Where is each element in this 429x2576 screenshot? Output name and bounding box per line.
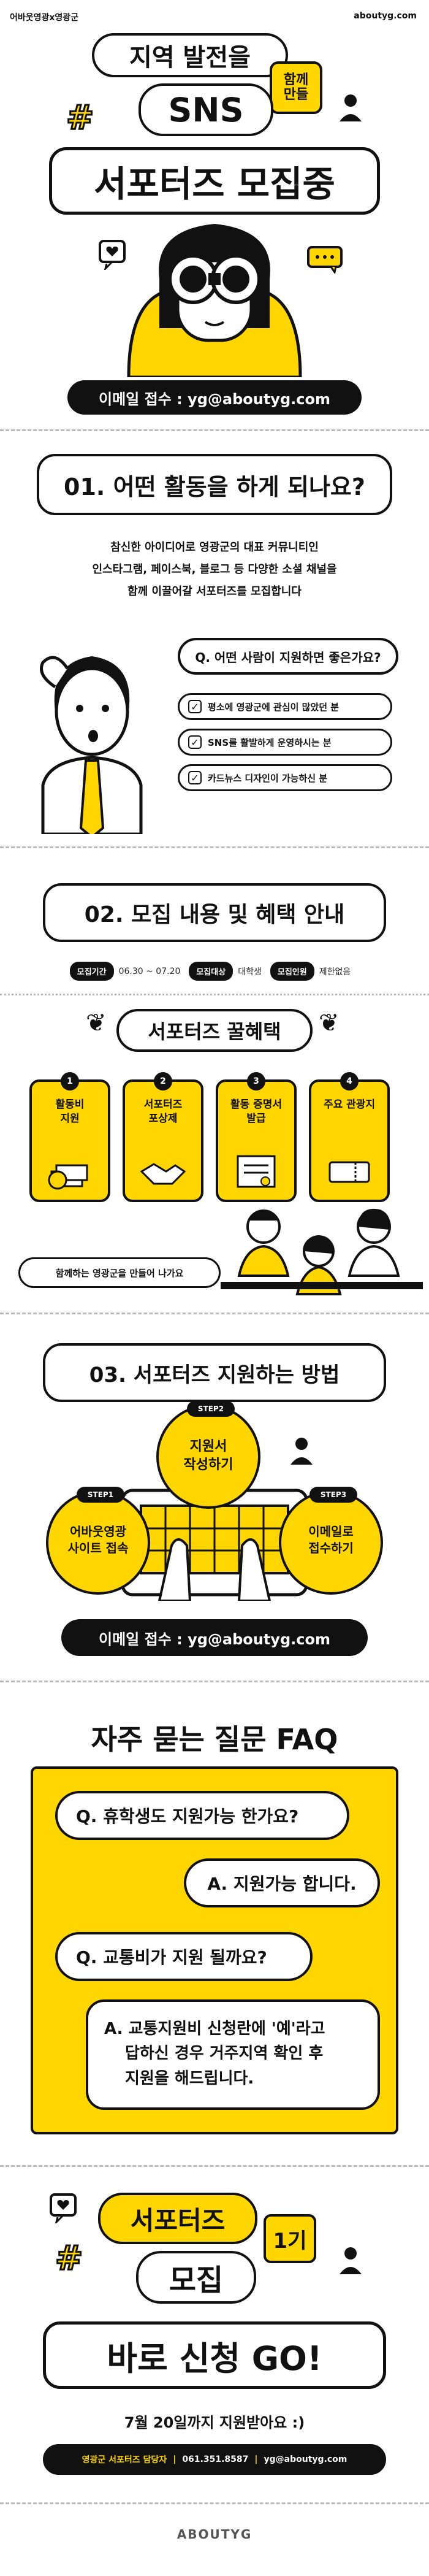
checkbox-icon: ✓ (188, 735, 202, 749)
binocular-person-illustration (127, 224, 302, 377)
tag-target-label: 모집대상 (189, 962, 233, 981)
benefit-card-3: 3 활동 증명서 발급 (216, 1072, 297, 1202)
laurel-right-icon: ❦ (319, 1009, 340, 1037)
benefit-title: 서포터즈 꿀혜택 (116, 1009, 313, 1052)
tag-count-value: 제한없음 (319, 967, 351, 977)
faq-a1: A. 지원가능 합니다. (184, 1858, 380, 1907)
benefit-num: 1 (61, 1072, 79, 1091)
faq-a1-text: A. 지원가능 합니다. (207, 1874, 357, 1894)
hero-email-button[interactable]: 이메일 접수 : yg@aboutyg.com (67, 380, 362, 415)
check-item-2[interactable]: ✓ SNS를 활발하게 운영하시는 분 (178, 729, 392, 756)
faq-q2: Q. 교통비가 지원 될까요? (55, 1932, 313, 1981)
tag-target-value: 대학생 (238, 967, 262, 977)
benefit-label: 활동비 지원 (55, 1098, 85, 1125)
cta-badge: 1기 (264, 2214, 316, 2263)
hero-badge: 함께 만들 (270, 61, 322, 114)
thinking-person-illustration (40, 656, 143, 834)
section3-email-button[interactable]: 이메일 접수 : yg@aboutyg.com (61, 1619, 368, 1656)
hash-icon: # (54, 2238, 83, 2279)
step1-circle: STEP1 어바웃영광 사이트 접속 (46, 1487, 150, 1595)
faq-q2-text: Q. 교통비가 지원 될까요? (76, 1947, 267, 1968)
step1-text: 어바웃영광 사이트 접속 (67, 1524, 129, 1555)
chat-bubble-icon (307, 246, 343, 274)
tag-count-label: 모집인원 (270, 962, 314, 981)
hash-icon: # (65, 98, 94, 138)
faq-a2-line2: 답하신 경우 거주지역 확인 후 (125, 2044, 324, 2063)
hero-badge-text: 함께 만들 (283, 72, 309, 102)
benefit-card-1: 1 활동비 지원 (29, 1072, 110, 1202)
recruit-info-row: 모집기간 06.30 ~ 07.20 모집대상 대학생 모집인원 제한없음 (0, 962, 429, 981)
checkbox-icon: ✓ (188, 700, 202, 713)
cta-badge-text: 1기 (273, 2228, 307, 2253)
person-icon (290, 1438, 313, 1465)
faq-q1-text: Q. 휴학생도 지원가능 한가요? (76, 1806, 299, 1827)
hero-line2: SNS (139, 83, 273, 136)
faq-title: 자주 묻는 질문 FAQ (91, 1723, 338, 1756)
person-icon (340, 2247, 362, 2274)
footer-brand: ABOUTYG (177, 2527, 252, 2542)
section1-desc2: 인스타그램, 페이스북, 블로그 등 다양한 소셜 채널을 (92, 563, 337, 576)
step2-label: STEP2 (187, 1401, 235, 1417)
benefit-num: 2 (154, 1072, 172, 1091)
section1-title: 01. 어떤 활동을 하게 되나요? (37, 454, 392, 515)
laurel-left-icon: ❦ (86, 1009, 107, 1037)
cta-line1: 서포터즈 (98, 2193, 257, 2244)
benefit-num: 4 (340, 1072, 359, 1091)
section3-title: 03. 서포터즈 지원하는 방법 (43, 1343, 386, 1402)
step3-text: 이메일로 접수하기 (308, 1524, 354, 1555)
benefit-label: 서포터즈 포상제 (143, 1098, 183, 1125)
together-banner: 함께하는 영광군을 만들어 나가요 (18, 1257, 221, 1288)
benefit-label: 주요 관광지 (323, 1098, 376, 1111)
step3-circle: STEP3 이메일로 접수하기 (279, 1487, 383, 1595)
certificate-icon (237, 1155, 276, 1188)
faq-q1: Q. 휴학생도 지원가능 한가요? (55, 1791, 349, 1840)
heart-bubble-icon (99, 240, 126, 270)
check-label: SNS를 활발하게 운영하시는 분 (208, 737, 332, 748)
section1-desc1: 참신한 아이디어로 영광군의 대표 커뮤니티인 (110, 541, 319, 554)
step3-label: STEP3 (309, 1487, 357, 1503)
checkbox-icon: ✓ (188, 771, 202, 784)
contact-phone[interactable]: 061.351.8587 (182, 2455, 249, 2464)
ticket-icon (328, 1161, 370, 1183)
contact-person: 영광군 서포터즈 담당자 (82, 2455, 167, 2465)
contact-divider: | (173, 2455, 177, 2464)
header-left: 어바웃영광x영광군 (10, 13, 79, 23)
check-label: 평소에 영광군에 관심이 많았던 분 (208, 701, 340, 713)
money-stack-icon (48, 1164, 88, 1190)
faq-a2: A. 교통지원비 신청란에 '예'라고 답하신 경우 거주지역 확인 후 지원을… (86, 1999, 380, 2110)
header-right-url[interactable]: aboutyg.com (354, 11, 417, 21)
faq-a2-line1: A. 교통지원비 신청란에 '예'라고 (104, 2020, 325, 2038)
step2-text: 지원서 작성하기 (183, 1439, 233, 1473)
benefit-label: 활동 증명서 발급 (230, 1098, 283, 1125)
benefit-card-4: 4 주요 관광지 (309, 1072, 390, 1202)
section2-title: 02. 모집 내용 및 혜택 안내 (43, 883, 386, 942)
contact-email[interactable]: yg@aboutyg.com (264, 2455, 347, 2464)
cta-line2: 모집 (136, 2251, 256, 2304)
person-icon (340, 94, 362, 121)
contact-divider: | (254, 2455, 258, 2464)
benefit-card-2: 2 서포터즈 포상제 (123, 1072, 203, 1202)
tag-period-label: 모집기간 (69, 962, 114, 981)
tag-period-value: 06.30 ~ 07.20 (118, 966, 181, 976)
check-item-1[interactable]: ✓ 평소에 영광군에 관심이 많았던 분 (178, 693, 392, 720)
handshake-icon (140, 1163, 186, 1185)
section1-desc3: 함께 이끌어갈 서포터즈를 모집합니다 (127, 585, 302, 598)
heart-bubble-icon (50, 2193, 77, 2223)
step2-circle: STEP2 지원서 작성하기 (156, 1401, 260, 1509)
cta-apply-button[interactable]: 바로 신청 GO! (43, 2321, 386, 2389)
check-label: 카드뉴스 디자인이 가능하신 분 (208, 772, 328, 784)
step1-label: STEP1 (77, 1487, 124, 1503)
benefit-num: 3 (247, 1072, 265, 1091)
faq-a2-line3: 지원을 해드립니다. (125, 2069, 254, 2088)
team-meeting-illustration (221, 1208, 423, 1295)
check-item-3[interactable]: ✓ 카드뉴스 디자인이 가능하신 분 (178, 764, 392, 791)
hero-line3: 서포터즈 모집중 (49, 147, 380, 215)
section1-question: Q. 어떤 사람이 지원하면 좋은가요? (178, 638, 398, 675)
contact-bar: 영광군 서포터즈 담당자 | 061.351.8587 | yg@aboutyg… (43, 2444, 386, 2475)
cta-deadline: 7월 20일까지 지원받아요 :) (124, 2414, 305, 2431)
hero-line1: 지역 발전을 (92, 33, 288, 77)
